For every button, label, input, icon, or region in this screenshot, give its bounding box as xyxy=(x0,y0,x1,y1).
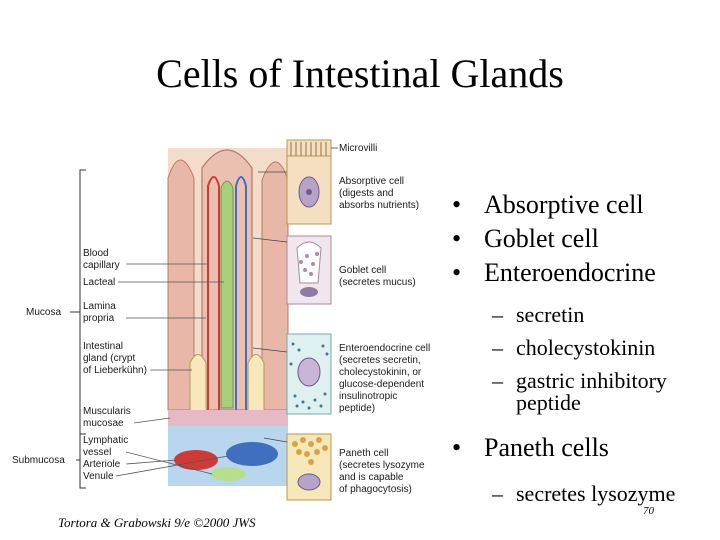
paneth-cell-illustration xyxy=(286,433,332,501)
label-lymphatic-1: Lymphatic xyxy=(83,435,128,446)
bullet-dot: • xyxy=(452,190,462,219)
bullet-paneth-text: Paneth cells xyxy=(484,433,609,462)
label-blood-capillary-2: capillary xyxy=(83,260,120,271)
bullet-enteroendocrine: • Enteroendocrine xyxy=(452,256,720,290)
label-enteroendocrine-6: peptide) xyxy=(339,403,375,414)
label-paneth-3: and is capable xyxy=(339,472,404,483)
subbullet-gip: – gastric inhibitory xyxy=(452,364,720,397)
bullet-goblet: • Goblet cell xyxy=(452,222,720,256)
submucosa-vein xyxy=(226,442,278,466)
label-goblet-1: Goblet cell xyxy=(339,265,386,276)
bullet-list: • Absorptive cell • Goblet cell • Entero… xyxy=(452,188,720,510)
blood-capillary-red xyxy=(207,176,220,410)
submucosa-artery xyxy=(174,450,218,470)
label-intestinal-gland-3: of Lieberkühn) xyxy=(83,365,147,376)
label-arteriole: Arteriole xyxy=(83,459,121,470)
label-absorptive-1: Absorptive cell xyxy=(339,176,404,187)
label-lamina-propria-1: Lamina xyxy=(83,301,116,312)
enteroendocrine-cell-illustration xyxy=(286,333,332,415)
left-leader-lines xyxy=(115,263,229,477)
intestinal-gland-diagram: Mucosa Submucosa Blood capillary Lacteal… xyxy=(0,138,445,510)
label-lamina-propria-2: propria xyxy=(83,313,115,324)
slide-title: Cells of Intestinal Glands xyxy=(156,51,564,96)
label-enteroendocrine-4: glucose-dependent xyxy=(339,379,424,390)
subbullet-lysozyme: – secretes lysozyme xyxy=(452,477,720,510)
subbullet-dash: – xyxy=(492,368,503,393)
lymphatic-vessel-shape xyxy=(210,467,246,481)
crypt-right xyxy=(247,354,265,410)
lacteal xyxy=(220,180,234,409)
label-paneth-2: (secretes lysozyme xyxy=(339,460,425,471)
label-enteroendocrine-3: cholecystokinin, or xyxy=(339,367,422,378)
villus-left xyxy=(167,159,195,411)
label-intestinal-gland-1: Intestinal xyxy=(83,341,123,352)
submucosa-bracket xyxy=(79,433,86,489)
subbullet-gip-text: gastric inhibitory xyxy=(516,368,667,393)
absorptive-cell-illustration xyxy=(286,139,332,225)
bullet-absorptive: • Absorptive cell xyxy=(452,188,720,222)
label-lymphatic-2: vessel xyxy=(83,447,111,458)
subbullet-gip-continuation: peptide xyxy=(516,390,581,415)
crypt-left xyxy=(189,354,207,410)
label-enteroendocrine-1: Enteroendocrine cell xyxy=(339,343,430,354)
subbullet-dash: – xyxy=(492,481,503,506)
villus-right xyxy=(261,161,289,411)
label-submucosa: Submucosa xyxy=(12,455,65,466)
cell-connector-lines xyxy=(252,147,338,443)
bullet-dot: • xyxy=(452,224,462,253)
label-venule: Venule xyxy=(83,471,114,482)
label-paneth-1: Paneth cell xyxy=(339,448,388,459)
label-absorptive-2: (digests and xyxy=(339,188,393,199)
bullet-enteroendocrine-text: Enteroendocrine xyxy=(484,258,656,287)
subbullet-lysozyme-text: secretes lysozyme xyxy=(516,481,676,506)
label-lacteal: Lacteal xyxy=(83,277,115,288)
label-mucosa: Mucosa xyxy=(26,307,61,318)
page-number: 70 xyxy=(643,505,654,517)
subbullet-dash: – xyxy=(492,302,503,327)
label-blood-capillary-1: Blood xyxy=(83,248,109,259)
subbullet-secretin: – secretin xyxy=(452,298,720,331)
figure-credit: Tortora & Grabowski 9/e ©2000 JWS xyxy=(58,515,256,530)
muscularis-mucosae xyxy=(168,410,288,426)
bullet-absorptive-text: Absorptive cell xyxy=(484,190,644,219)
bullet-goblet-text: Goblet cell xyxy=(484,224,599,253)
label-enteroendocrine-2: (secretes secretin, xyxy=(339,355,421,366)
bullet-paneth: • Paneth cells xyxy=(452,431,720,465)
label-absorptive-3: absorbs nutrients) xyxy=(339,200,419,211)
subbullet-cholecystokinin: – cholecystokinin xyxy=(452,331,720,364)
goblet-cell-illustration xyxy=(286,235,332,305)
blood-capillary-blue xyxy=(235,176,247,410)
bullet-dot: • xyxy=(452,258,462,287)
bullet-dot: • xyxy=(452,433,462,462)
label-paneth-4: of phagocytosis) xyxy=(339,484,412,495)
subbullet-secretin-text: secretin xyxy=(516,302,585,327)
subbullet-dash: – xyxy=(492,335,503,360)
label-intestinal-gland-2: gland (crypt xyxy=(83,353,135,364)
label-enteroendocrine-5: insulinotropic xyxy=(339,391,397,402)
label-muscularis-1: Muscularis xyxy=(83,406,131,417)
label-goblet-2: (secretes mucus) xyxy=(339,277,416,288)
label-microvilli: Microvilli xyxy=(339,143,377,154)
label-muscularis-2: mucosae xyxy=(83,418,124,429)
subbullet-cholecystokinin-text: cholecystokinin xyxy=(516,335,656,360)
